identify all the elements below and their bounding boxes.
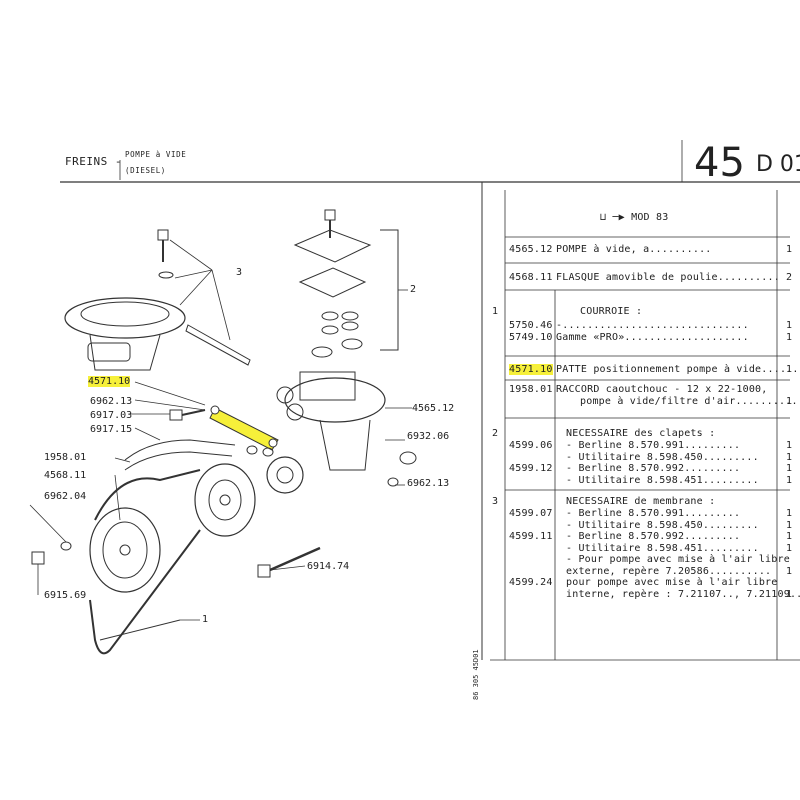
part-description: - Utilitaire 8.598.450......... — [566, 519, 759, 531]
label-4571-10: 4571.10 — [88, 376, 131, 387]
part-code: 5750.46 — [509, 320, 553, 331]
part-code: 4599.12 — [509, 463, 553, 474]
page-number: 45 — [694, 140, 745, 186]
part-quantity: 1 — [786, 364, 793, 375]
part-description: - Pour pompe avec mise à l'air libre — [566, 554, 790, 565]
part-quantity: 1 — [786, 320, 793, 331]
label-4568-11: 4568.11 — [44, 470, 87, 481]
group-title: NECESSAIRE des clapets : — [566, 428, 716, 439]
part-description: - Berline 8.570.992......... — [566, 531, 741, 542]
label-6917-15: 6917.15 — [90, 424, 133, 435]
part-quantity: 1 — [786, 332, 793, 343]
part-description: - Utilitaire 8.598.451......... — [566, 542, 759, 554]
part-quantity: 1 — [786, 474, 793, 486]
part-description: - Utilitaire 8.598.451......... — [566, 474, 759, 486]
group-number: 1 — [492, 306, 499, 317]
label-4565-12: 4565.12 — [412, 403, 455, 414]
part-quantity: 1 — [786, 396, 793, 407]
part-code: 4599.24 — [509, 577, 553, 588]
part-quantity: 1 — [786, 244, 793, 255]
part-quantity: 1 — [786, 588, 793, 600]
part-quantity: 1 — [786, 463, 793, 474]
part-description: Gamme «PRO».................... — [556, 332, 749, 343]
part-description: PATTE positionnement pompe à vide.......… — [556, 364, 800, 375]
part-code: 5749.10 — [509, 332, 553, 343]
page-code: D 01 — [756, 152, 800, 177]
part-code: 4599.11 — [509, 531, 553, 542]
part-code: 4571.10 — [509, 364, 553, 375]
part-quantity: 2 — [786, 272, 793, 283]
group-number: 3 — [492, 496, 499, 507]
part-quantity: 1 — [786, 542, 793, 554]
part-description: externe, repère 7.20586.......... — [566, 565, 772, 577]
part-description: RACCORD caoutchouc - 12 x 22-1000, — [556, 384, 768, 395]
part-quantity: 1 — [786, 565, 793, 577]
part-description: FLASQUE amovible de poulie.......... — [556, 272, 780, 283]
part-code: 4599.07 — [509, 508, 553, 519]
part-quantity: 1 — [786, 440, 793, 451]
section-subtitle: POMPE à VIDE — [125, 150, 187, 159]
part-code: 4565.12 — [509, 244, 553, 255]
label-1: 1 — [202, 614, 209, 625]
part-description: COURROIE : — [580, 306, 643, 317]
group-number: 2 — [492, 428, 499, 439]
label-6962-13: 6962.13 — [90, 396, 133, 407]
part-code: 1958.01 — [509, 384, 553, 395]
part-description: - Berline 8.570.992......... — [566, 463, 741, 474]
part-description: - Utilitaire 8.598.450......... — [566, 451, 759, 463]
label-6932-06: 6932.06 — [407, 431, 450, 442]
part-quantity: 1 — [786, 508, 793, 519]
part-description: - Berline 8.570.991......... — [566, 440, 741, 451]
part-quantity: 1 — [786, 451, 793, 463]
part-description: POMPE à vide, a.......... — [556, 244, 712, 255]
label-6917-03: 6917.03 — [90, 410, 133, 421]
side-reference: 86 305 45D01 — [472, 649, 480, 700]
part-code: 4599.06 — [509, 440, 553, 451]
part-description: interne, repère : 7.21107.., 7.21109... — [566, 588, 800, 600]
group-title: NECESSAIRE de membrane : — [566, 496, 716, 507]
label-3: 3 — [236, 267, 243, 278]
part-quantity: 1 — [786, 519, 793, 531]
mod-line: ⊔ ─▶ MOD 83 — [600, 212, 669, 223]
label-1958-01: 1958.01 — [44, 452, 87, 463]
label-6962-04: 6962.04 — [44, 491, 87, 502]
part-description: - Berline 8.570.991......... — [566, 508, 741, 519]
label-6962-13-b: 6962.13 — [407, 478, 450, 489]
part-description: pompe à vide/filtre d'air.......... — [580, 396, 798, 407]
part-quantity: 1 — [786, 531, 793, 542]
arrow-icon: ⊔ ─▶ — [600, 212, 632, 223]
section-subtitle-2: (DIESEL) — [125, 166, 166, 175]
label-6915-69: 6915.69 — [44, 590, 87, 601]
label-2: 2 — [410, 284, 417, 295]
label-6914-74: 6914.74 — [307, 561, 350, 572]
section-title: FREINS - — [65, 155, 122, 168]
part-code: 4568.11 — [509, 272, 553, 283]
part-description: pour pompe avec mise à l'air libre — [566, 577, 778, 588]
part-description: -.............................. — [556, 320, 749, 331]
